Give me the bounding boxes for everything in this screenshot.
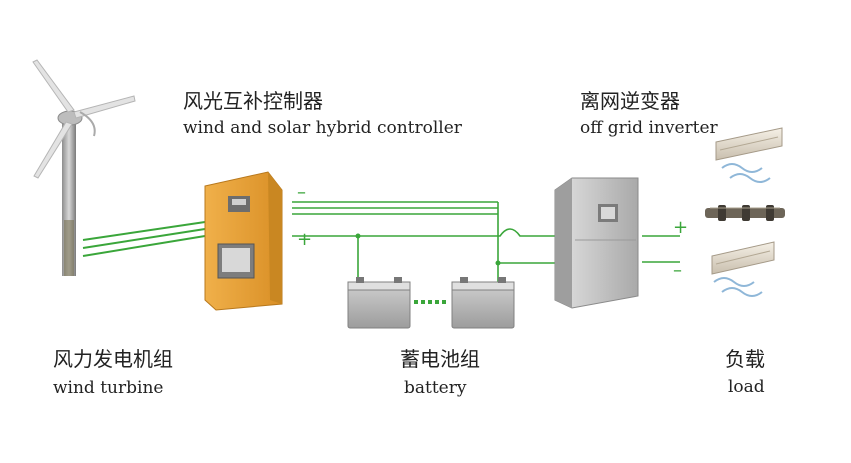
battery-icon	[451, 277, 515, 329]
turbine-label-en: wind turbine	[53, 378, 164, 398]
dc-bus-wires	[292, 201, 680, 284]
junction-dots	[355, 233, 501, 266]
load-label-cn: 负载	[725, 347, 765, 371]
air-conditioner-icon	[715, 127, 783, 183]
load-label-en: load	[728, 377, 765, 397]
wind-turbine-icon	[32, 59, 136, 276]
load-minus-sign: –	[673, 260, 682, 281]
inverter-label-en: off grid inverter	[580, 118, 718, 138]
controller-plus-sign: +	[297, 229, 313, 250]
air-conditioner-icon	[711, 241, 775, 297]
load-plus-sign: +	[673, 217, 689, 238]
controller-label-cn: 风光互补控制器	[183, 89, 323, 113]
inverter-label-cn: 离网逆变器	[580, 89, 680, 113]
battery-label-en: battery	[404, 378, 467, 398]
controller-icon	[204, 171, 283, 311]
battery-icon	[347, 277, 411, 329]
battery-label-cn: 蓄电池组	[400, 347, 480, 371]
inverter-icon	[554, 177, 639, 309]
battery-dotted-link	[414, 300, 446, 304]
light-bar-icon	[705, 205, 785, 221]
turbine-wires	[82, 221, 206, 257]
controller-label-en: wind and solar hybrid controller	[183, 118, 462, 138]
turbine-label-cn: 风力发电机组	[53, 347, 173, 371]
controller-minus-sign: –	[297, 182, 306, 203]
